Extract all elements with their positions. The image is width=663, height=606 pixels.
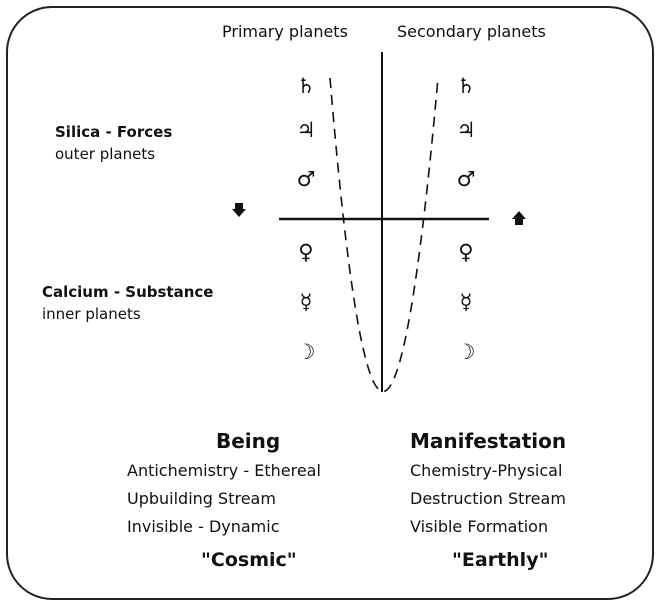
being-title: Being [216, 429, 281, 453]
secondary-planets-header: Secondary planets [397, 22, 546, 41]
mercury-icon: ☿ [459, 290, 473, 314]
cosmic-label: "Cosmic" [201, 549, 297, 571]
manifestation-line: Chemistry-Physical [410, 461, 563, 480]
mars-icon: ♂ [456, 167, 476, 191]
diagram-frame [6, 6, 654, 600]
arrow-up-icon [512, 211, 526, 225]
moon-icon: ☽ [456, 340, 476, 364]
inner-planets-label: inner planets [42, 305, 141, 323]
jupiter-icon: ♃ [296, 118, 316, 142]
arrow-down-icon [232, 203, 246, 217]
saturn-icon: ♄ [296, 74, 316, 98]
mars-icon: ♂ [296, 167, 316, 191]
calcium-substance-label: Calcium - Substance [42, 283, 214, 301]
earthly-label: "Earthly" [452, 549, 549, 571]
venus-icon: ♀ [298, 240, 314, 264]
dashed-parabola [329, 77, 439, 393]
mercury-icon: ☿ [299, 290, 313, 314]
venus-icon: ♀ [458, 240, 474, 264]
silica-forces-label: Silica - Forces [55, 123, 173, 141]
manifestation-line: Visible Formation [410, 517, 549, 536]
manifestation-title: Manifestation [410, 429, 567, 453]
moon-icon: ☽ [296, 340, 316, 364]
saturn-icon: ♄ [456, 74, 476, 98]
outer-planets-label: outer planets [55, 145, 156, 163]
jupiter-icon: ♃ [456, 118, 476, 142]
being-line: Upbuilding Stream [127, 489, 276, 508]
manifestation-line: Destruction Stream [410, 489, 566, 508]
being-line: Invisible - Dynamic [127, 517, 280, 536]
primary-planets-header: Primary planets [222, 22, 348, 41]
being-line: Antichemistry - Ethereal [127, 461, 321, 480]
